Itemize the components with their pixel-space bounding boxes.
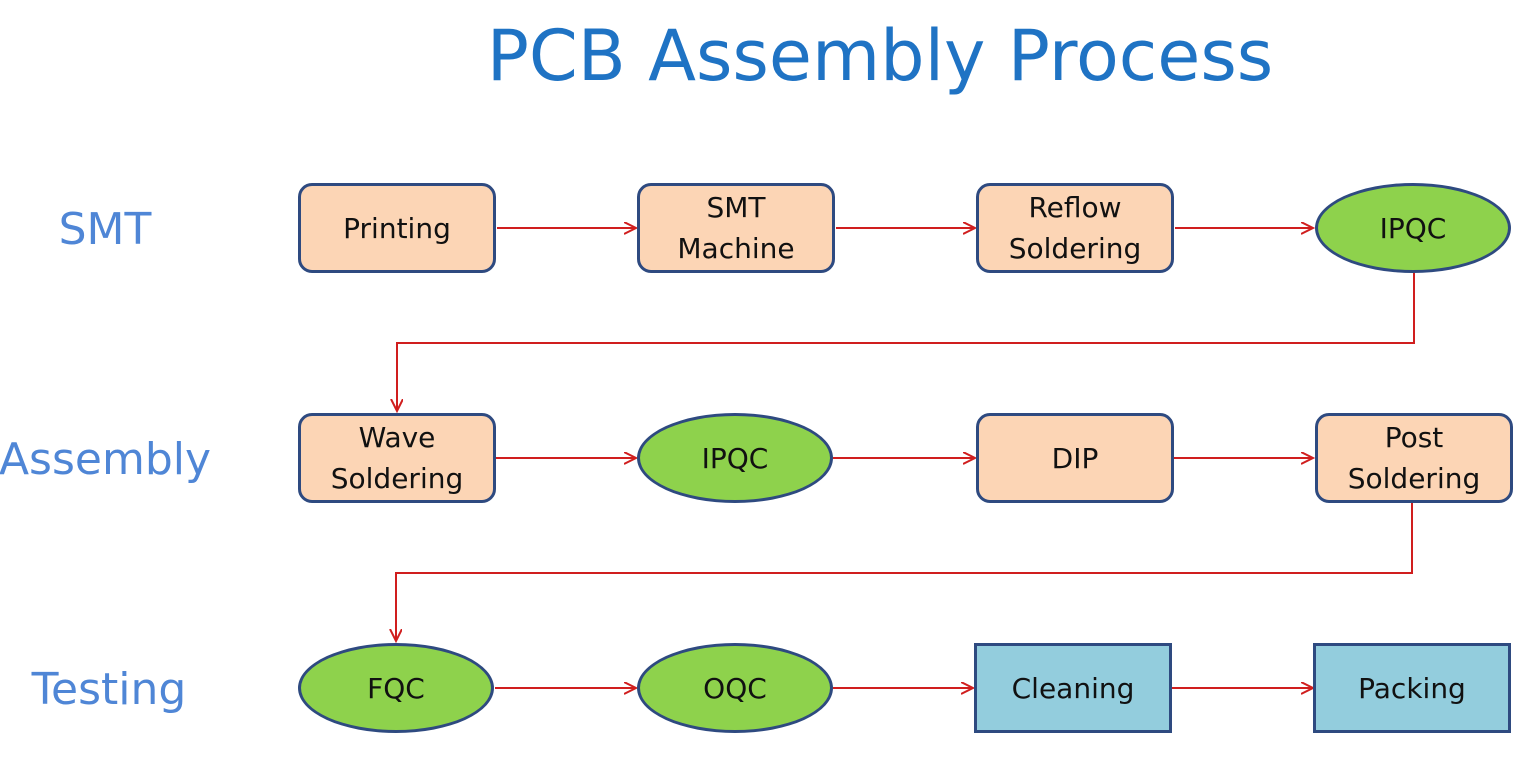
page-title: PCB Assembly Process <box>486 15 1274 97</box>
node-ipqc-assembly-label: IPQC <box>701 441 769 475</box>
node-wave-soldering: Wave Soldering <box>298 413 496 503</box>
node-fqc-label: FQC <box>367 671 425 705</box>
node-oqc-label: OQC <box>703 671 767 705</box>
node-cleaning-label: Cleaning <box>1011 671 1135 705</box>
node-dip: DIP <box>976 413 1174 503</box>
row-label-testing: Testing <box>31 664 187 715</box>
node-ipqc-smt-label: IPQC <box>1379 211 1447 245</box>
node-ipqc-smt: IPQC <box>1315 183 1511 273</box>
arrow-post-soldering-to-fqc <box>396 502 1413 641</box>
node-smt-machine-label: SMT Machine <box>677 191 795 265</box>
node-printing-label: Printing <box>343 211 451 245</box>
node-reflow-soldering: Reflow Soldering <box>976 183 1174 273</box>
node-reflow-soldering-label: Reflow Soldering <box>1008 191 1142 265</box>
node-dip-label: DIP <box>1051 441 1099 475</box>
node-post-soldering: Post Soldering <box>1315 413 1513 503</box>
node-packing: Packing <box>1313 643 1511 733</box>
arrow-ipqc-to-wave-soldering <box>397 272 1415 411</box>
row-label-smt: SMT <box>58 204 152 255</box>
node-cleaning: Cleaning <box>974 643 1172 733</box>
node-packing-label: Packing <box>1358 671 1466 705</box>
node-printing: Printing <box>298 183 496 273</box>
node-fqc: FQC <box>298 643 494 733</box>
node-ipqc-assembly: IPQC <box>637 413 833 503</box>
node-smt-machine: SMT Machine <box>637 183 835 273</box>
node-post-soldering-label: Post Soldering <box>1347 421 1481 495</box>
row-label-assembly: Assembly <box>0 434 212 485</box>
node-wave-soldering-label: Wave Soldering <box>330 421 464 495</box>
node-oqc: OQC <box>637 643 833 733</box>
